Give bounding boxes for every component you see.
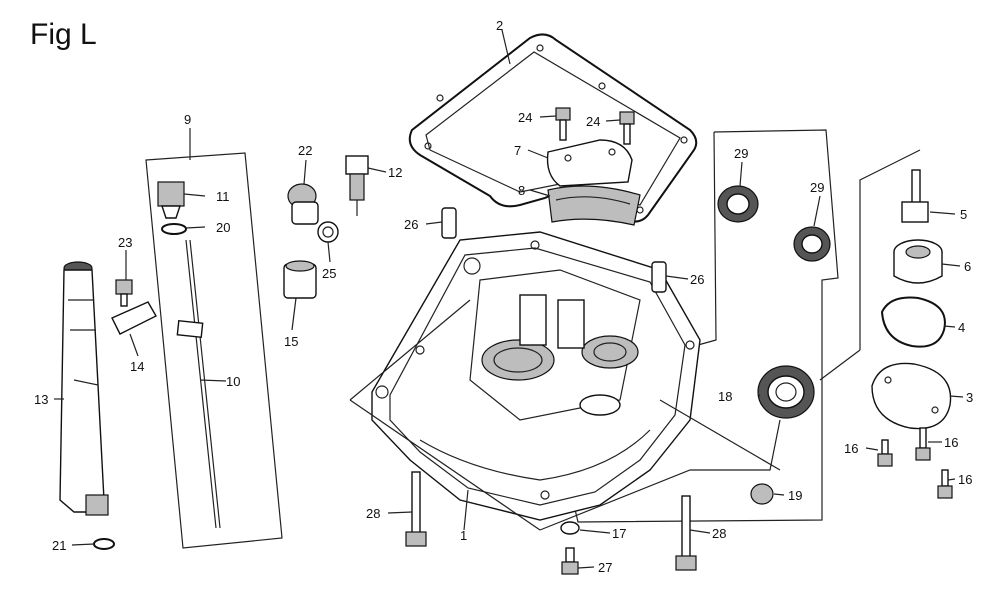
bolt-part-24a bbox=[555, 107, 571, 141]
callout-1: 1 bbox=[460, 528, 467, 543]
bolt-part-16b bbox=[915, 427, 931, 461]
callout-29-a: 29 bbox=[734, 146, 748, 161]
cover-part bbox=[871, 362, 952, 430]
bolt-part-28b bbox=[675, 495, 697, 571]
figure-title: Fig L bbox=[30, 18, 97, 51]
callout-26-b: 26 bbox=[690, 272, 704, 287]
callout-20: 20 bbox=[216, 220, 230, 235]
callout-16-c: 16 bbox=[958, 472, 972, 487]
callout-3: 3 bbox=[966, 390, 973, 405]
callout-12: 12 bbox=[388, 165, 402, 180]
dowel-pin-part-lower bbox=[651, 261, 667, 293]
callout-21: 21 bbox=[52, 538, 66, 553]
crankcase-part bbox=[371, 231, 701, 521]
callout-26-a: 26 bbox=[404, 217, 418, 232]
cover-plate-part bbox=[546, 139, 633, 187]
callout-10: 10 bbox=[226, 374, 240, 389]
callout-13: 13 bbox=[34, 392, 48, 407]
o-ring-part-21 bbox=[93, 538, 115, 550]
callout-8: 8 bbox=[518, 183, 525, 198]
callout-11: 11 bbox=[216, 189, 230, 204]
washer-part-25 bbox=[317, 221, 339, 243]
callout-9: 9 bbox=[184, 112, 191, 127]
callout-16-a: 16 bbox=[844, 441, 858, 456]
bolt-part-16c bbox=[937, 469, 953, 499]
cover-gasket-part bbox=[880, 296, 946, 348]
plug-part-15 bbox=[283, 260, 317, 299]
group-box-bearing bbox=[569, 129, 839, 523]
callout-19: 19 bbox=[788, 488, 802, 503]
o-ring-part-20 bbox=[161, 223, 187, 235]
callout-7: 7 bbox=[514, 143, 521, 158]
washer-part-17 bbox=[560, 521, 580, 535]
bolt-part-28a bbox=[405, 471, 427, 547]
nut-part-19 bbox=[750, 483, 774, 505]
callout-22: 22 bbox=[298, 143, 312, 158]
callout-27: 27 bbox=[598, 560, 612, 575]
bolt-part-24b bbox=[619, 111, 635, 145]
bolt-part-16a bbox=[877, 439, 893, 467]
callout-16-b: 16 bbox=[944, 435, 958, 450]
leader-lines bbox=[54, 29, 964, 569]
bearing-part-lower bbox=[793, 226, 831, 262]
callout-2: 2 bbox=[496, 18, 503, 33]
callout-18: 18 bbox=[718, 389, 732, 404]
callout-14: 14 bbox=[130, 359, 144, 374]
callout-5: 5 bbox=[960, 207, 967, 222]
callout-28-a: 28 bbox=[366, 506, 380, 521]
callout-29-b: 29 bbox=[810, 180, 824, 195]
assembly-guide-lines bbox=[349, 149, 921, 531]
drain-plug-part-22 bbox=[287, 183, 319, 225]
bolt-part-27 bbox=[561, 547, 579, 575]
oil-seal-part bbox=[757, 365, 815, 419]
callout-24-a: 24 bbox=[518, 110, 532, 125]
bearing-part-upper bbox=[717, 185, 759, 223]
governor-shaft-part bbox=[901, 169, 929, 223]
dipstick-part bbox=[176, 239, 221, 529]
group-box-dipstick bbox=[145, 152, 283, 549]
oil-filler-tube-part bbox=[59, 261, 109, 516]
callout-4: 4 bbox=[958, 320, 965, 335]
bolt-part-23 bbox=[115, 279, 133, 307]
oil-sensor-part-12 bbox=[345, 155, 369, 216]
callout-15: 15 bbox=[284, 334, 298, 349]
callout-17: 17 bbox=[612, 526, 626, 541]
governor-gear-part bbox=[893, 239, 943, 284]
callout-23: 23 bbox=[118, 235, 132, 250]
bracket-part bbox=[111, 301, 157, 335]
bearing-cup-part bbox=[547, 185, 641, 226]
callout-24-b: 24 bbox=[586, 114, 600, 129]
dipstick-cap-part bbox=[157, 181, 185, 219]
callout-28-b: 28 bbox=[712, 526, 726, 541]
dowel-pin-part-upper bbox=[441, 207, 457, 239]
callout-6: 6 bbox=[964, 259, 971, 274]
callout-25: 25 bbox=[322, 266, 336, 281]
